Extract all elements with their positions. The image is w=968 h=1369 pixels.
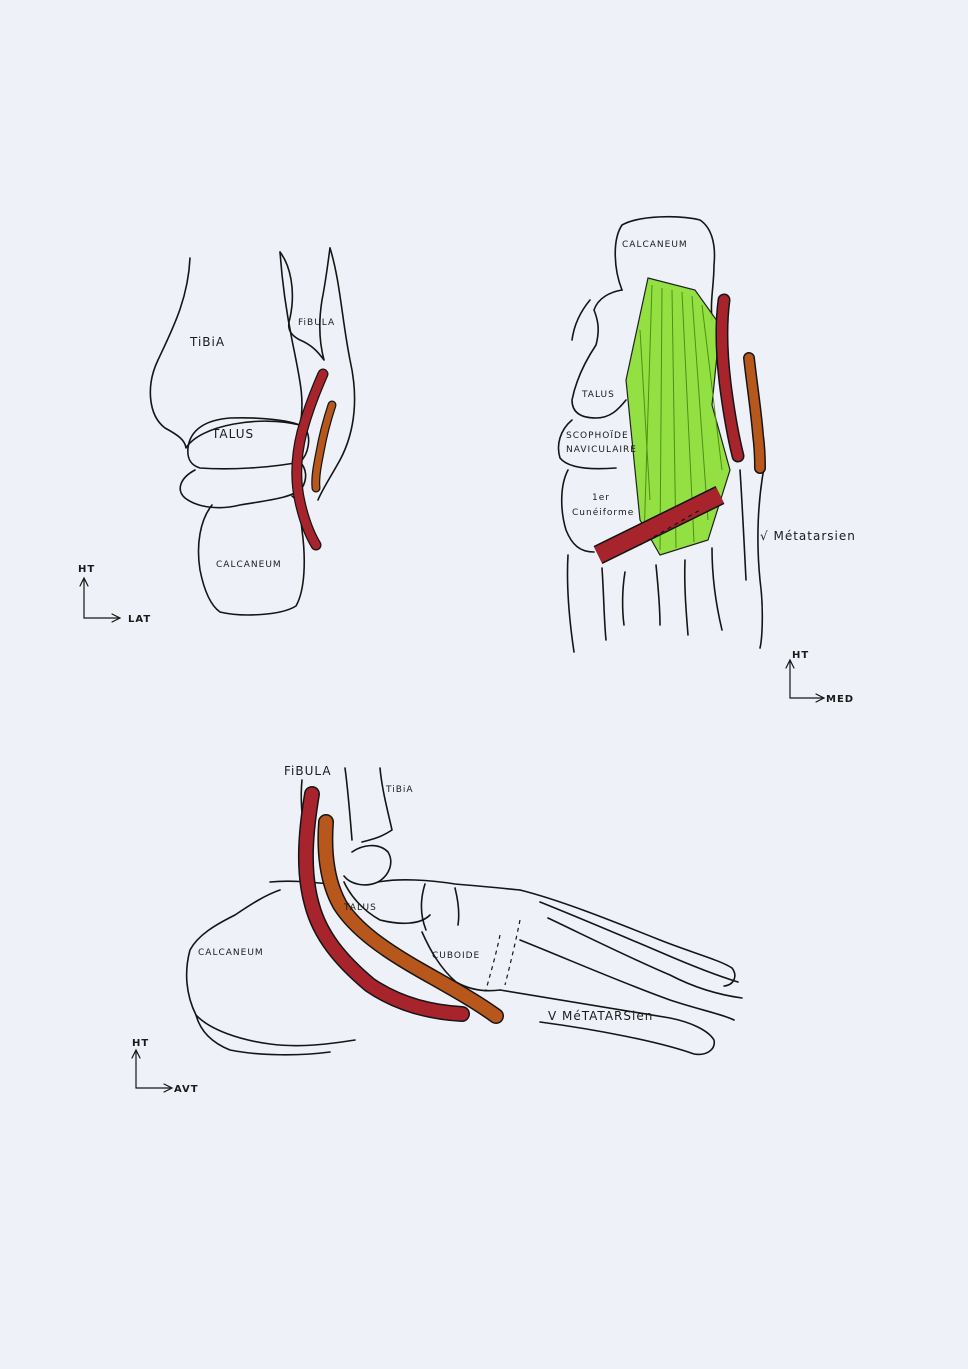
posterior-ankle-view: TiBiA FiBULA TALUS CALCANEUM HT LAT (78, 247, 356, 625)
tibia-lateral-outline-front (361, 767, 393, 843)
talus-plantar-outline (571, 289, 627, 419)
metatarsal-top-4 (519, 939, 735, 1021)
tibia-lateral-outline (344, 767, 353, 841)
posterior-axis-indicator: HT LAT (78, 564, 151, 625)
lateral-border-plantar (757, 467, 765, 649)
label-calcaneus-posterior: CALCANEUM (216, 560, 282, 570)
peroneus-longus-lateral-view-fill (299, 787, 469, 1021)
label-talus-lateral: TALUS (343, 903, 377, 913)
talus-lateral-neck (343, 881, 431, 925)
label-metatarsal-lateral: V MéTATARSien (548, 1009, 653, 1023)
label-talus-posterior: TALUS (211, 427, 254, 441)
fibula-posterior-outline-lower (317, 247, 356, 501)
cuboid-dash-2 (504, 919, 521, 986)
peroneus-brevis-lateral-fill (744, 353, 765, 473)
label-metatarsal-plantar: √ Métatarsien (760, 529, 856, 543)
calcaneus-plantar-outline (614, 215, 716, 321)
axis-up-label-posterior: HT (78, 564, 95, 575)
metatarsal-4-plantar (683, 559, 689, 636)
metatarsal-1-plantar (566, 554, 575, 653)
midfoot-lateral-top (377, 879, 521, 891)
peroneus-brevis-lateral-view-fill (318, 815, 503, 1023)
lateral-border-plantar-inner (739, 469, 747, 581)
cuneiform-lateral (454, 887, 460, 926)
metatarsal-2-plantar (621, 571, 626, 626)
label-calcaneus-plantar: CALCANEUM (622, 240, 688, 250)
navicular-lateral (420, 883, 427, 931)
tibia-posterior-outline (149, 251, 303, 449)
metatarsal-top-1 (519, 889, 736, 987)
plantar-ligament-green (625, 277, 731, 556)
cuboid-dash-1 (485, 934, 501, 991)
subtalar-block-outline (179, 461, 307, 509)
metatarsal-5-lateral (499, 989, 716, 1056)
label-cuboid-lateral: CUBOIDE (432, 951, 480, 961)
label-tibia-posterior: TiBiA (189, 335, 225, 349)
axis-up-label-lateral: HT (132, 1038, 149, 1049)
metatarsal-5-plantar (711, 547, 723, 631)
peroneus-longus-plantar-dash (639, 509, 701, 546)
lateral-axis-indicator: HT AVT (131, 1038, 199, 1095)
axis-right-label-posterior: LAT (128, 614, 151, 625)
peroneus-longus-tendon-posterior-fill (292, 369, 328, 550)
calcaneus-posterior-outline (197, 495, 306, 616)
plantar-foot-view: CALCANEUM TALUS SCOPHOÏDE NAVICULAIRE 1e… (557, 215, 856, 705)
talus-posterior-outline (187, 417, 310, 470)
metatarsal-top-2 (539, 901, 739, 983)
label-fibula-posterior: FiBULA (298, 318, 335, 328)
navicular-plantar-outline (557, 419, 617, 470)
heel-lateral-outline (195, 1014, 331, 1056)
label-cuneiform-line2: Cunéiforme (572, 507, 634, 518)
calcaneus-lateral-outline (185, 889, 356, 1047)
label-cuneiform-line1: 1er (592, 493, 610, 503)
lateral-foot-view: FiBULA TiBiA TALUS CALCANEUM CUBOIDE V M… (131, 764, 743, 1095)
axis-right-label-plantar: MED (826, 694, 854, 705)
label-fibula-lateral: FiBULA (284, 764, 332, 778)
peroneus-longus-plantar-fill (594, 487, 724, 563)
axis-right-label-lateral: AVT (174, 1084, 199, 1095)
label-navicular-line1: SCOPHOÏDE (566, 430, 629, 441)
talus-plantar-inner (571, 299, 591, 341)
talus-lateral-outline (343, 844, 392, 886)
label-calcaneus-lateral: CALCANEUM (198, 948, 264, 958)
label-talus-plantar: TALUS (581, 390, 615, 400)
cuneiform-plantar-outline (560, 469, 595, 553)
peroneus-brevis-tendon-posterior-fill (312, 401, 336, 492)
plantar-ligament-fibres (639, 284, 723, 551)
fibula-posterior-outline (279, 247, 331, 361)
axis-up-label-plantar: HT (792, 650, 809, 661)
label-navicular-line2: NAVICULAIRE (566, 445, 637, 455)
metatarsal-3-plantar (655, 564, 661, 626)
metatarsal-top-3 (547, 917, 743, 999)
plantar-axis-indicator: HT MED (785, 650, 854, 705)
label-tibia-lateral: TiBiA (385, 785, 414, 795)
metatarsal-1-plantar-inner (601, 567, 607, 641)
peroneus-longus-lateral-fill (716, 295, 743, 461)
